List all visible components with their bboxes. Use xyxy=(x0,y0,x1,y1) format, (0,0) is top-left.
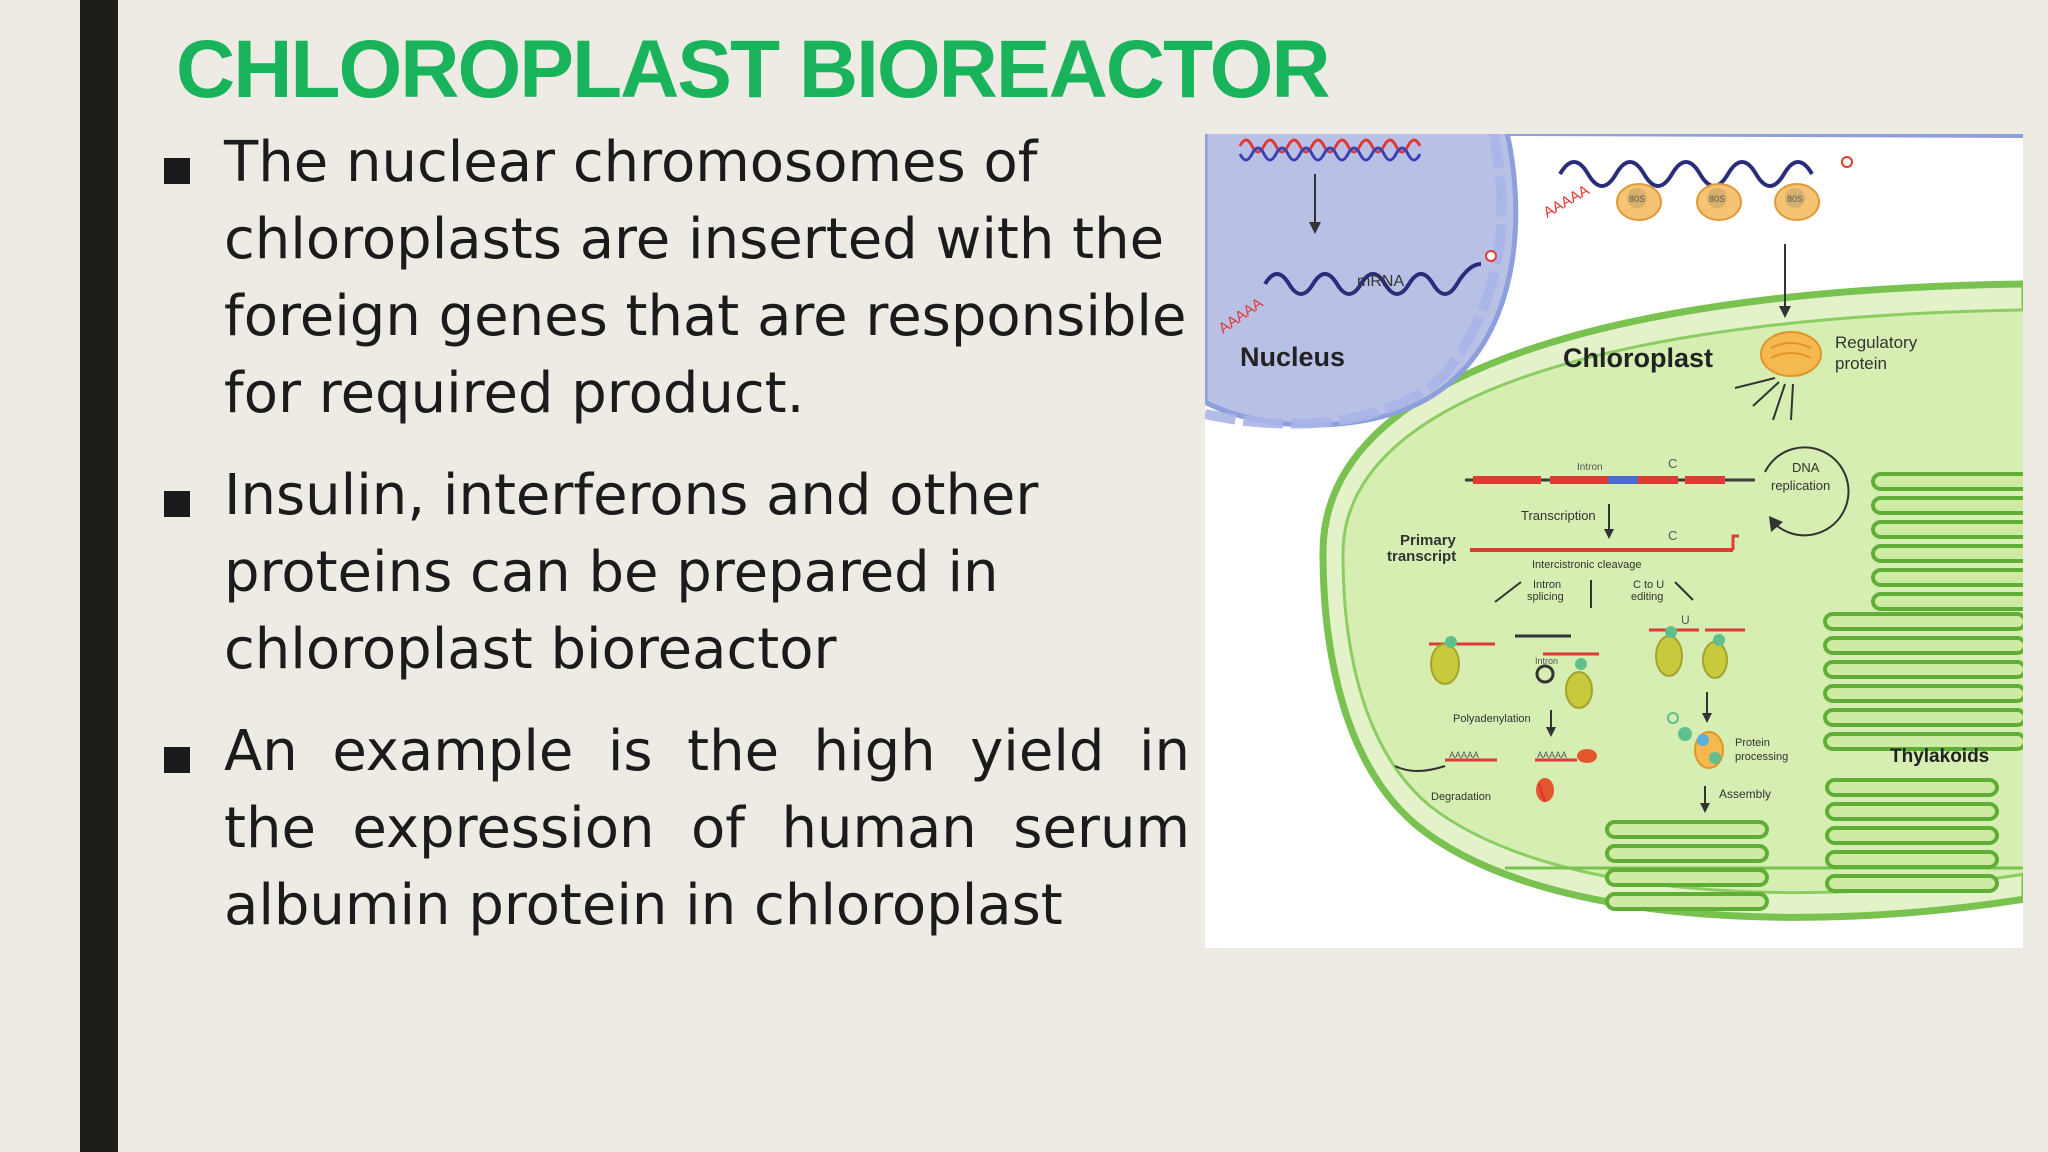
bullet-square-icon xyxy=(164,747,190,773)
slide-title: CHLOROPLAST BIOREACTOR xyxy=(176,24,1331,115)
svg-text:AAAAA: AAAAA xyxy=(1537,750,1567,760)
svg-text:Intron: Intron xyxy=(1535,656,1558,666)
mrna-label: mRNA xyxy=(1357,273,1404,290)
thylakoid-stack-middle xyxy=(1823,612,2023,751)
chloroplast-label: Chloroplast xyxy=(1563,343,1713,373)
svg-text:Assembly: Assembly xyxy=(1719,787,1771,801)
ribosome-2: 80S xyxy=(1696,183,1742,221)
chloroplast-diagram-svg: AAAAA mRNA Nucleus AAAAA 80S 80S 80S Chl… xyxy=(1205,134,2023,921)
bullet-text-3: An example is the high yield in the expr… xyxy=(224,719,1190,938)
ribosome-1: 80S xyxy=(1616,183,1662,221)
svg-text:Polyadenylation: Polyadenylation xyxy=(1453,713,1531,725)
thylakoid-stack-right-bottom xyxy=(1825,778,1999,893)
svg-text:replication: replication xyxy=(1771,478,1830,493)
dna-helix xyxy=(1238,138,1422,154)
bullet-square-icon xyxy=(164,491,190,517)
bullet-item-1: The nuclear chromosomes of chloroplasts … xyxy=(160,124,1190,432)
svg-text:U: U xyxy=(1681,613,1690,627)
nucleus-label: Nucleus xyxy=(1240,342,1345,372)
regulatory-protein-icon xyxy=(1760,331,1822,377)
protein-processing-icon xyxy=(1694,731,1724,769)
svg-text:splicing: splicing xyxy=(1527,591,1564,603)
bullet-square-icon xyxy=(164,158,190,184)
svg-text:Intron: Intron xyxy=(1533,579,1561,591)
svg-text:editing: editing xyxy=(1631,591,1663,603)
svg-text:Transcription: Transcription xyxy=(1521,508,1596,523)
bullet-item-3: An example is the high yield in the expr… xyxy=(160,713,1190,944)
svg-text:Protein: Protein xyxy=(1735,737,1770,749)
svg-text:80S: 80S xyxy=(1709,194,1725,204)
bullet-item-2: Insulin, interferons and other proteins … xyxy=(160,457,1190,688)
chloroplast-diagram: AAAAA mRNA Nucleus AAAAA 80S 80S 80S Chl… xyxy=(1205,134,2023,948)
thylakoid-stack-center-bottom xyxy=(1605,820,1769,911)
svg-text:Intron: Intron xyxy=(1577,462,1603,473)
bullet-text-1: The nuclear chromosomes of chloroplasts … xyxy=(224,130,1187,426)
svg-text:Regulatory: Regulatory xyxy=(1835,333,1918,352)
thylakoid-stack-top xyxy=(1871,472,2023,611)
svg-text:protein: protein xyxy=(1835,354,1887,373)
svg-text:C to U: C to U xyxy=(1633,579,1664,591)
svg-text:Degradation: Degradation xyxy=(1431,791,1491,803)
ribosome-3: 80S xyxy=(1774,183,1820,221)
svg-text:processing: processing xyxy=(1735,751,1788,763)
bullet-text-2: Insulin, interferons and other proteins … xyxy=(224,463,1039,682)
svg-text:Intercistronic cleavage: Intercistronic cleavage xyxy=(1532,559,1641,571)
svg-text:80S: 80S xyxy=(1629,194,1645,204)
svg-text:C: C xyxy=(1668,456,1677,471)
thylakoids-label: Thylakoids xyxy=(1890,746,1989,767)
svg-text:DNA: DNA xyxy=(1792,460,1820,475)
mrna-strand xyxy=(1263,262,1482,296)
processed-transcripts: Intron U xyxy=(1429,613,1745,709)
svg-text:AAAAA: AAAAA xyxy=(1541,182,1593,222)
svg-text:AAAAA: AAAAA xyxy=(1449,750,1479,760)
svg-text:C: C xyxy=(1668,528,1677,543)
svg-text:Primary: Primary xyxy=(1400,532,1457,549)
left-accent-bar xyxy=(80,0,118,1152)
svg-text:transcript: transcript xyxy=(1387,548,1456,565)
bullet-list: The nuclear chromosomes of chloroplasts … xyxy=(160,124,1190,969)
svg-text:80S: 80S xyxy=(1787,194,1803,204)
